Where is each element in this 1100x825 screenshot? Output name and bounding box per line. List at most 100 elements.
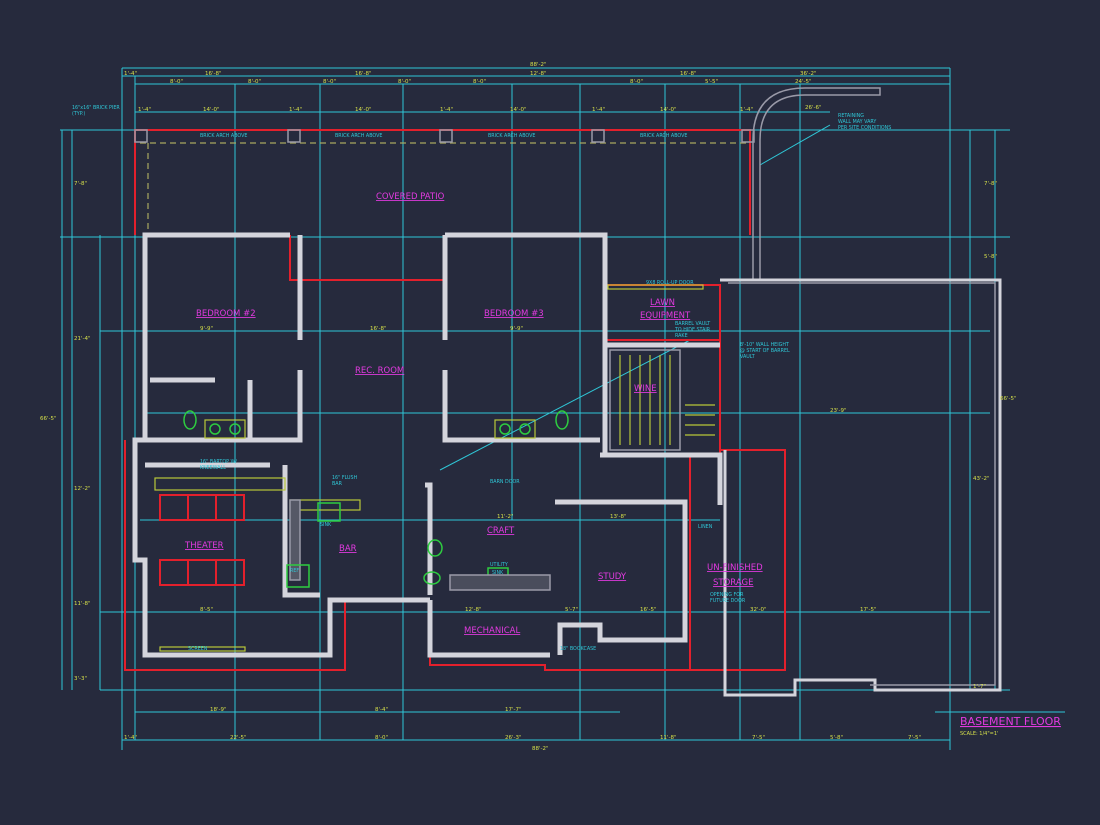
fixtures xyxy=(154,284,715,652)
note: WALL MAY VARY xyxy=(838,119,876,125)
dimension-text: 9'-9" xyxy=(510,326,523,332)
note: BARN DOOR xyxy=(490,479,520,485)
dimension-text: 66'-5" xyxy=(40,416,57,422)
note: UTILITY xyxy=(490,562,508,568)
room-mechanical: MECHANICAL xyxy=(464,626,520,636)
dimension-text: 12'-8" xyxy=(530,71,547,77)
dimension-text: 22'-5" xyxy=(230,735,247,741)
dimension-text: 88'-2" xyxy=(532,746,549,752)
dimension-text: 7'-8" xyxy=(984,181,997,187)
note: TO HIDE STAIR xyxy=(674,327,711,333)
dimension-text: 3'-3" xyxy=(74,676,87,682)
dimension-text: 14'-0" xyxy=(355,107,372,113)
dimension-text: 9'-9" xyxy=(200,326,213,332)
dimension-text: 1'-4" xyxy=(289,107,302,113)
room-unfinished-storage-2: STORAGE xyxy=(713,578,753,588)
patio-structure xyxy=(134,87,881,280)
dimension-text: 11'-8" xyxy=(660,735,677,741)
interior-walls xyxy=(132,232,1002,697)
dimension-text: 26'-6" xyxy=(805,105,822,111)
room-unfinished-storage: UN-FINISHED xyxy=(707,563,763,573)
dimension-text: 18'-9" xyxy=(210,707,227,713)
note: SINK xyxy=(320,522,332,528)
dimension-text: 16'-8" xyxy=(205,71,222,77)
note: SCREEN xyxy=(188,646,208,652)
dimension-text: 17'-7" xyxy=(505,707,522,713)
wine-stair xyxy=(609,349,715,451)
note: 16" FLUSH xyxy=(332,475,358,481)
dimension-text: 1'-4" xyxy=(124,735,137,741)
room-lawn-equipment-2: EQUIPMENT xyxy=(640,311,691,321)
note: BRICK ARCH ABOVE xyxy=(200,133,247,139)
dimension-text: 1'-4" xyxy=(592,107,605,113)
note: LINEN xyxy=(698,524,713,530)
dimension-text: 43'-2" xyxy=(973,476,990,482)
dimension-text: 24'-5" xyxy=(795,79,812,85)
plan-scale: SCALE: 1/4"=1' xyxy=(960,731,998,737)
dimension-text: 5'-8" xyxy=(984,254,997,260)
room-lawn-equipment: LAWN xyxy=(650,298,675,308)
dimension-text: 5'-7" xyxy=(565,607,578,613)
dimension-text: 17'-5" xyxy=(860,607,877,613)
dimension-text: 5'-5" xyxy=(705,79,718,85)
note: (TYP.) xyxy=(72,111,85,117)
room-labels: COVERED PATIO BEDROOM #2 BEDROOM #3 REC.… xyxy=(184,192,763,636)
room-study: STUDY xyxy=(598,572,627,582)
dimension-text: 14'-0" xyxy=(203,107,220,113)
dimension-text: 8'-0" xyxy=(170,79,183,85)
dimension-text: 36'-2" xyxy=(800,71,817,77)
dimension-text: 23'-9" xyxy=(830,408,847,414)
note: BRICK ARCH ABOVE xyxy=(488,133,535,139)
note: BARREL VAULT xyxy=(675,321,710,327)
note: @ START OF BARREL xyxy=(740,348,790,354)
note: 16" BARTOP W/ xyxy=(200,459,237,465)
note: FUTURE DOOR xyxy=(710,598,746,604)
dimension-text: 1'-4" xyxy=(440,107,453,113)
dimension-text: 13'-8" xyxy=(610,514,627,520)
note: BAR xyxy=(332,481,343,487)
dimension-text: 11'-2" xyxy=(497,514,514,520)
note: RAKE xyxy=(675,333,688,339)
dimension-text: 1'-4" xyxy=(138,107,151,113)
dimension-text: 26'-3" xyxy=(505,735,522,741)
dimension-text: 12'-8" xyxy=(465,607,482,613)
dimension-text: 8'-4" xyxy=(375,707,388,713)
note: 8'-10" WALL HEIGHT xyxy=(740,342,789,348)
dimension-text: 16'-5" xyxy=(640,607,657,613)
room-bedroom-2: BEDROOM #2 xyxy=(196,309,256,319)
dimension-text: 8'-0" xyxy=(375,735,388,741)
dimension-text: 8'-5" xyxy=(200,607,213,613)
room-theater: THEATER xyxy=(184,541,224,551)
dimension-text: 14'-0" xyxy=(660,107,677,113)
note: KNEEWALL xyxy=(200,465,226,471)
dimension-text: 8'-0" xyxy=(248,79,261,85)
room-wine: WINE xyxy=(634,384,657,394)
dimension-text: 7'-5" xyxy=(908,735,921,741)
annotations: 16"x16" BRICK PIER (TYP.) BRICK ARCH ABO… xyxy=(72,105,891,652)
dimension-text: 5'-8" xyxy=(830,735,843,741)
dimension-text: 14'-0" xyxy=(510,107,527,113)
note: BRICK ARCH ABOVE xyxy=(640,133,687,139)
dimension-text: 1'-4" xyxy=(124,71,137,77)
note: 16"x16" BRICK PIER xyxy=(72,105,120,111)
note: 18" BOOKCASE xyxy=(560,646,596,652)
note: RETAINING xyxy=(838,113,864,119)
dimension-text: 16'-8" xyxy=(370,326,387,332)
dimension-text: 12'-2" xyxy=(74,486,91,492)
dimension-text: 16'-8" xyxy=(355,71,372,77)
dimension-text: 8'-0" xyxy=(630,79,643,85)
note: BRICK ARCH ABOVE xyxy=(335,133,382,139)
room-bar: BAR xyxy=(339,544,357,554)
plan-title: BASEMENT FLOOR xyxy=(960,715,1061,728)
room-rec-room: REC. ROOM xyxy=(355,366,404,376)
dimension-text: 88'-2" xyxy=(530,62,547,68)
dimension-text: 7'-8" xyxy=(74,181,87,187)
dimension-text: 8'-0" xyxy=(398,79,411,85)
dimension-text: 32'-0" xyxy=(750,607,767,613)
note: 9X8 ROLL-UP DOOR xyxy=(646,280,694,286)
note: PER SITE CONDITIONS xyxy=(838,125,891,131)
dimension-texts: 88'-2" 1'-4" 16'-8" 16'-8" 12'-8" 16'-8"… xyxy=(40,62,1017,752)
note: SINK xyxy=(492,570,504,576)
dimension-text: 16'-8" xyxy=(680,71,697,77)
dimension-text: 11'-8" xyxy=(74,601,91,607)
